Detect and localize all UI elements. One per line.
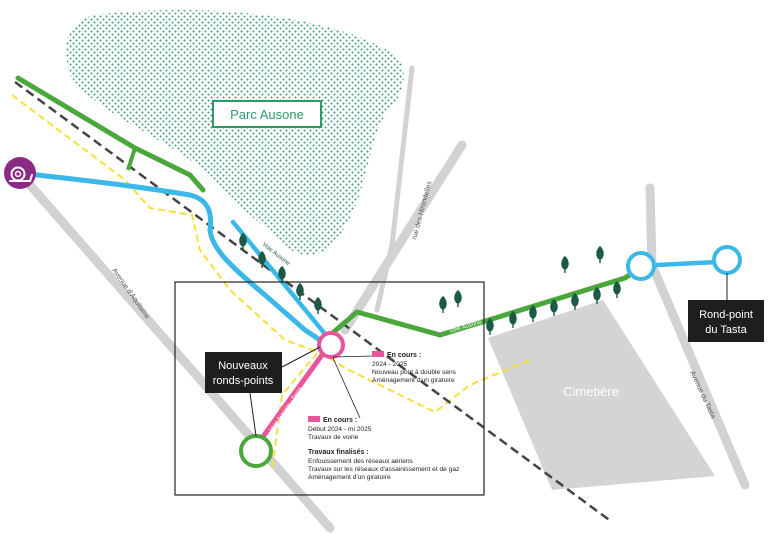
tree-icon	[314, 297, 322, 314]
cemetery	[488, 300, 715, 490]
tree-icon	[561, 256, 569, 273]
tree-icon	[571, 293, 579, 310]
tree-icon	[613, 281, 621, 298]
roundabout-green	[239, 434, 273, 468]
road-hirondelles	[340, 140, 467, 335]
tree-icon	[550, 299, 558, 316]
yellow-dashed-path	[11, 94, 320, 471]
tree-icon	[278, 266, 286, 283]
road-label-hirondelles: rue des Hirondelles	[411, 180, 434, 241]
roundabout-blue-1	[626, 251, 656, 281]
tree-icon	[258, 251, 266, 268]
cemetery-label: Cimetière	[563, 384, 619, 399]
annotation-2-line: Début 2024 - mi 2025	[308, 426, 372, 433]
green-path-comb	[126, 147, 137, 171]
annotation-2-line: Travaux de voirie	[308, 434, 359, 441]
callout-tasta-line1: Rond-point	[699, 309, 753, 321]
annotation-3-line: Travaux sur les réseaux d'assainissement…	[308, 466, 459, 473]
park-label: Parc Ausone	[230, 107, 304, 122]
annotation-1-swatch	[372, 351, 384, 357]
annotation-1-line: Aménagement d'un giratoire	[372, 377, 455, 384]
park-area	[66, 9, 404, 255]
annotation-1-line: 2024 - 2025	[372, 361, 408, 368]
park-label-box	[212, 100, 322, 128]
annotation-1-line: Nouveau pont à double sens	[372, 369, 457, 376]
tree-icon	[296, 283, 304, 300]
snail-icon	[4, 157, 36, 189]
pink-path	[259, 353, 325, 440]
annotation-2-head: En cours :	[323, 417, 357, 424]
road-aquitaine	[25, 180, 335, 533]
annotation-pointer-2	[332, 357, 361, 419]
callout-tasta	[688, 300, 764, 342]
roundabout-blue-tasta	[712, 245, 742, 275]
annotation-3-head: Travaux finalisés :	[308, 449, 369, 456]
tree-group	[239, 233, 621, 335]
callout-new-roundabouts	[205, 352, 282, 393]
roundabout-pink	[317, 331, 345, 359]
annotation-3-line: Aménagement d'un giratoire	[308, 474, 391, 481]
tree-icon	[439, 296, 447, 313]
callout-new-line2: ronds-points	[213, 375, 274, 387]
annotation-2-swatch	[308, 416, 320, 422]
tree-icon	[454, 290, 462, 307]
annotation-1-head: En cours :	[387, 352, 421, 359]
callout-new-line1: Nouveaux	[218, 360, 268, 372]
path-label-green-right: Voie Ausone	[449, 319, 483, 335]
tree-icon	[529, 305, 537, 322]
blue-path-main	[17, 170, 323, 343]
tree-icon	[239, 233, 247, 250]
green-path-main	[320, 265, 642, 344]
annotation-pointer-1	[332, 355, 373, 358]
green-path-top	[15, 75, 206, 193]
tree-icon	[509, 311, 517, 328]
annotation-3-line: Enfouissement des réseaux aériens	[308, 458, 414, 465]
dark-dashed-path	[14, 80, 613, 524]
road-label-aquitaine: Avenue d'Aquitaine	[110, 267, 150, 320]
works-zone-frame	[174, 281, 485, 496]
road-minor	[374, 65, 415, 313]
tree-icon	[593, 287, 601, 304]
yellow-dashed-path-branch	[319, 351, 531, 414]
blue-path-tasta	[655, 259, 719, 268]
callout-tasta-line2: du Tasta	[705, 324, 747, 336]
callout-pointer-green	[249, 392, 257, 437]
tree-icon	[486, 318, 494, 335]
callout-pointer-pink	[281, 346, 321, 368]
tree-icon	[596, 246, 604, 263]
